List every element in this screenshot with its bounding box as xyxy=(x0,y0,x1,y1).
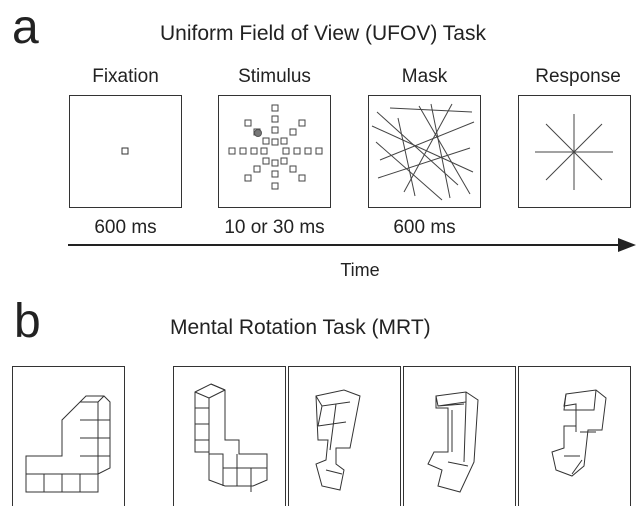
random-lines-mask-icon xyxy=(371,103,475,201)
stage-duration-stimulus: 10 or 30 ms xyxy=(224,217,325,238)
cube-figure-icon xyxy=(194,383,268,492)
stage-name-mask: Mask xyxy=(401,66,448,87)
mrt-choice-frame-2 xyxy=(288,366,401,506)
time-arrow-icon xyxy=(68,238,636,252)
stage-duration-mask: 600 ms xyxy=(393,217,456,238)
cube-figure-icon xyxy=(25,395,111,493)
cube-figure-icon xyxy=(427,391,479,493)
time-axis-label: Time xyxy=(340,260,380,280)
stimulus-array-icon xyxy=(228,104,323,190)
mrt-choice-frame-1 xyxy=(173,366,286,506)
mrt-choice-frame-3 xyxy=(403,366,516,506)
fixation-square-icon xyxy=(121,147,129,155)
mrt-choice-frame-4 xyxy=(518,366,631,506)
target-dot-icon xyxy=(254,129,262,137)
mrt-reference-frame xyxy=(12,366,125,506)
ufov-title: Uniform Field of View (UFOV) Task xyxy=(160,22,486,45)
cube-figure-icon xyxy=(315,389,361,491)
stage-name-response: Response xyxy=(535,66,621,87)
stage-name-fixation: Fixation xyxy=(92,66,159,87)
stage-name-stimulus: Stimulus xyxy=(238,66,311,87)
radial-lines-response-icon xyxy=(535,114,613,190)
panel-b-letter: b xyxy=(14,295,41,348)
fixation-frame xyxy=(69,95,182,208)
stage-duration-fixation: 600 ms xyxy=(94,217,157,238)
mrt-title: Mental Rotation Task (MRT) xyxy=(170,316,431,339)
cube-figure-icon xyxy=(551,389,607,477)
panel-a-letter: a xyxy=(12,1,39,54)
